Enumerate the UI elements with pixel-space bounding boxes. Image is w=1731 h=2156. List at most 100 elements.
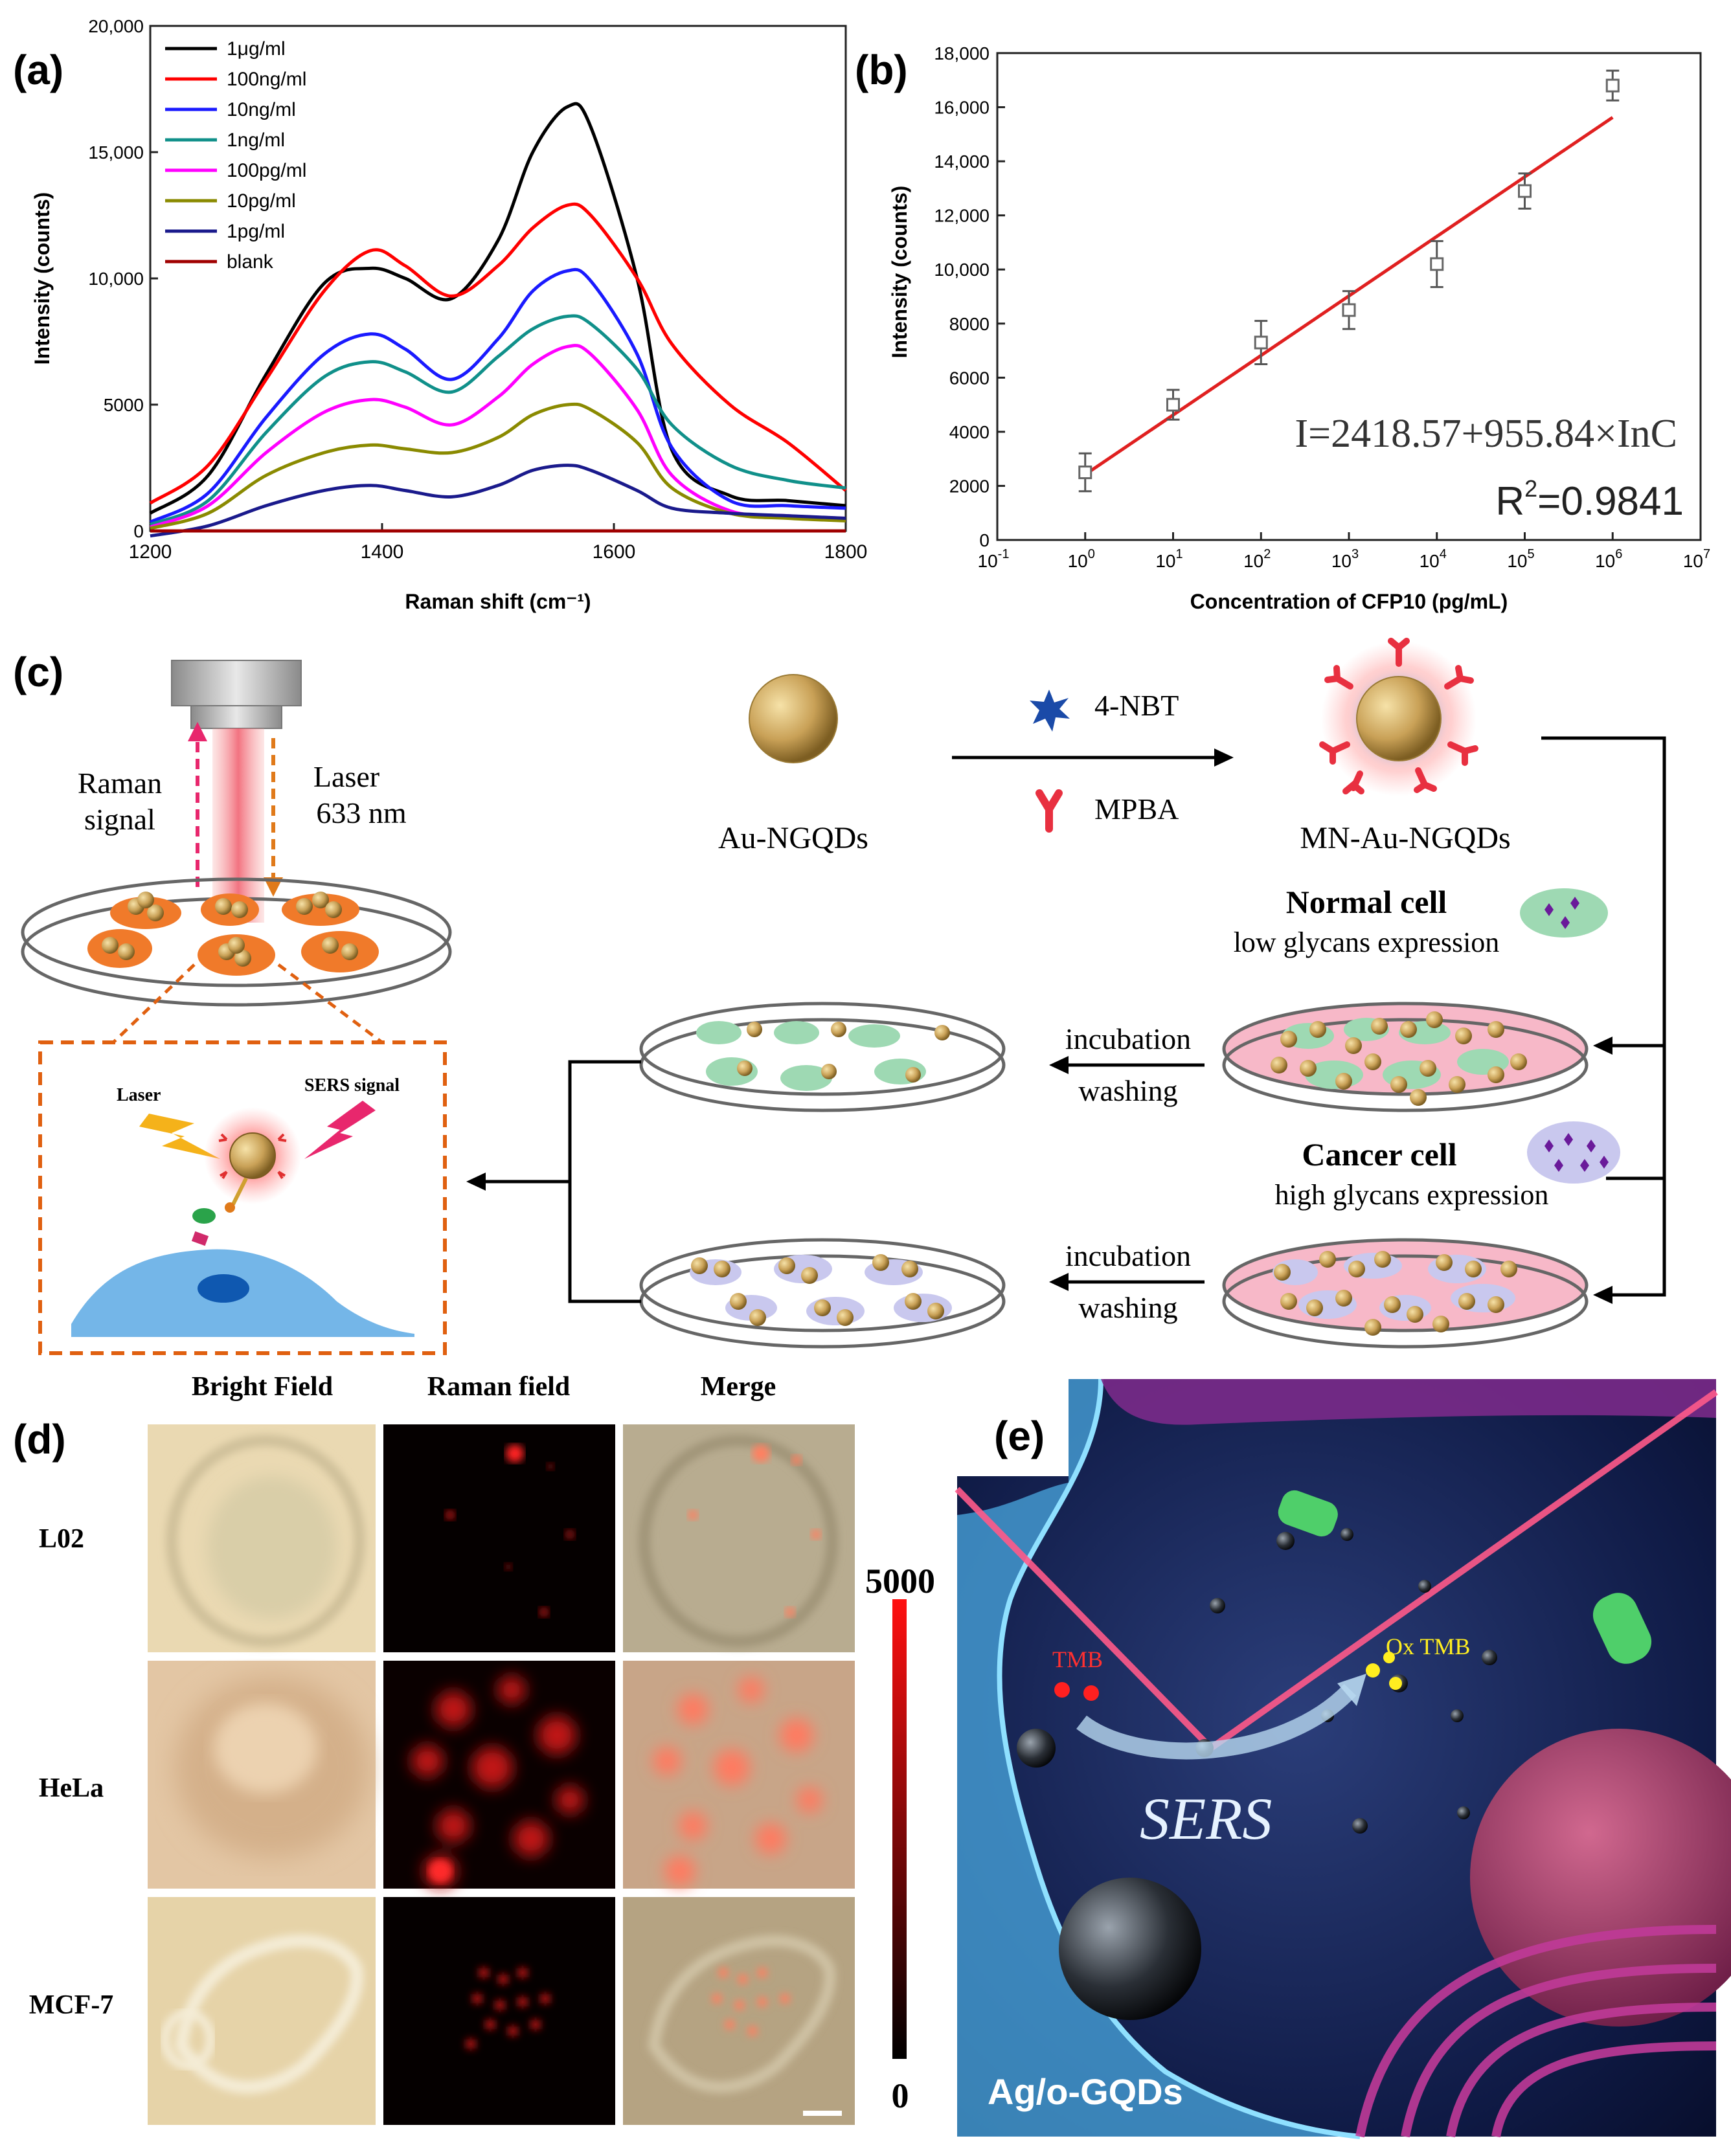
chart-b-ytick-label: 6000 [949, 368, 990, 388]
lightning-laser-icon [139, 1114, 220, 1159]
chart-b-ytick-label: 14,000 [934, 152, 990, 172]
normal-cell-subtitle: low glycans expression [1234, 926, 1500, 958]
panel-a-label: (a) [13, 47, 63, 93]
chart-a-legend-label: blank [227, 251, 274, 273]
image-mcf7-raman [383, 1897, 615, 2125]
zoom-line-left [112, 963, 196, 1044]
chart-b-r-squared: R2=0.9841 [1495, 475, 1684, 524]
arrow-top-head-icon [1049, 1056, 1069, 1074]
chart-a-ytick-label: 5000 [104, 395, 144, 415]
inset-laser-label: Laser [117, 1085, 161, 1105]
chart-a-series-line [150, 402, 846, 530]
chart-b-ytick-label: 8000 [949, 314, 990, 334]
chart-a-legend-label: 1pg/ml [227, 221, 285, 242]
chart-a-series [149, 102, 847, 538]
mpba-icon [1035, 789, 1063, 833]
normal-cell-title: Normal cell [1286, 884, 1447, 920]
cancer-cell-subtitle: high glycans expression [1275, 1179, 1549, 1211]
col-header-bright: Bright Field [192, 1372, 333, 1402]
chart-b-equation: I=2418.57+955.84×InC [1295, 412, 1677, 456]
image-l02-merge [623, 1424, 855, 1652]
chart-b-point [1254, 335, 1268, 350]
nbt-label: 4-NBT [1094, 689, 1179, 722]
inset-sers-label: SERS signal [304, 1075, 400, 1095]
chart-a-series-line [149, 102, 846, 515]
nanoparticle-icon [229, 1132, 276, 1179]
washing-label-top: washing [1078, 1074, 1177, 1107]
cancer-cell-title: Cancer cell [1302, 1136, 1456, 1173]
chart-b-points [1078, 69, 1620, 493]
chart-b-xtick-label: 103 [1331, 547, 1359, 571]
chart-b-point [1342, 303, 1356, 317]
dish-cancer-washed [639, 1238, 1006, 1349]
chart-b-ylabel: Intensity (counts) [888, 186, 911, 359]
chart-a-ytick-label: 20,000 [88, 16, 144, 36]
image-l02-raman [383, 1424, 615, 1652]
dish-cancer-pink [1222, 1238, 1589, 1349]
mn-au-ngqds-label: MN-Au-NGQDs [1300, 821, 1510, 855]
panel-d: (d) Bright Field Raman field Merge L02 H… [13, 1372, 935, 2125]
panel-b-label: (b) [855, 47, 908, 93]
chart-b-ytick-label: 0 [979, 530, 990, 550]
nbt-star-icon [1030, 690, 1070, 732]
tmb-label: TMB [1052, 1646, 1103, 1672]
chart-b-xtick-label: 107 [1683, 547, 1710, 571]
chart-a-legend: 1μg/ml100ng/ml10ng/ml1ng/ml100pg/ml10pg/… [165, 38, 306, 273]
incubation-label-bottom: incubation [1065, 1239, 1191, 1272]
image-mcf7-bright [148, 1897, 376, 2125]
chart-a-series-line [149, 267, 846, 524]
chart-b-ytick-label: 12,000 [934, 206, 990, 226]
panel-c-label: (c) [13, 649, 63, 695]
chart-b-point [1166, 398, 1180, 412]
chart-b-y-axis: 0200040006000800010,00012,00014,00016,00… [934, 43, 1005, 550]
chart-b-xtick-label: 106 [1595, 547, 1622, 571]
chart-b-point [1078, 466, 1092, 480]
ag-o-gqds-particle-icon [1059, 1878, 1201, 2020]
chart-b-xtick-label: 105 [1507, 547, 1534, 571]
colorbar [892, 1599, 907, 2059]
synthesis-arrow-head-icon [1214, 748, 1234, 767]
cancer-cell-icon [1527, 1121, 1620, 1184]
au-ngqds-particle-icon [749, 674, 838, 763]
normal-cell-icon [1520, 888, 1608, 938]
raman-arrow-head-icon [188, 722, 207, 741]
chart-a-legend-label: 1μg/ml [227, 38, 286, 60]
chart-a-legend-label: 10pg/ml [227, 190, 296, 212]
panel-b: (b) 0200040006000800010,00012,00014,0001… [855, 43, 1710, 613]
row-label-hela: HeLa [39, 1773, 104, 1803]
right-flow-line [1541, 736, 1666, 1180]
chart-a-xtick-label: 1200 [129, 541, 172, 563]
chart-b-ytick-label: 18,000 [934, 43, 990, 63]
au-ngqds-label: Au-NGQDs [718, 821, 868, 855]
receptor-icon [191, 1231, 209, 1246]
col-header-raman: Raman field [427, 1372, 571, 1402]
washing-label-bottom: washing [1078, 1291, 1177, 1324]
chart-b-point [1605, 78, 1620, 93]
chart-a-series-line [149, 202, 847, 505]
lightning-sers-icon [304, 1101, 376, 1159]
arrow-head-cancer-icon [1593, 1286, 1612, 1304]
chart-a-ytick-label: 10,000 [88, 269, 144, 289]
inset-box: Laser SERS signal [38, 1040, 447, 1355]
image-hela-merge [623, 1661, 855, 1889]
image-hela-bright [148, 1661, 376, 1889]
chart-b-xlabel: Concentration of CFP10 (pg/mL) [1190, 590, 1508, 613]
chart-a-series-line [150, 314, 846, 526]
sers-label: SERS [1140, 1786, 1272, 1852]
row-label-mcf7: MCF-7 [29, 1990, 114, 2020]
chart-b-point [1430, 257, 1444, 271]
image-mcf7-merge [623, 1897, 855, 2125]
scale-bar [803, 2111, 842, 2116]
chart-b-xtick-label: 100 [1068, 547, 1095, 571]
chart-a-ytick-label: 15,000 [88, 142, 144, 163]
panel-e: (e) [955, 1378, 1731, 2139]
mitochondria-icon [1278, 1490, 1652, 1664]
zoom-line-right [277, 963, 383, 1044]
incubation-label-top: incubation [1065, 1022, 1191, 1055]
chart-b-xtick-label: 104 [1420, 547, 1447, 571]
